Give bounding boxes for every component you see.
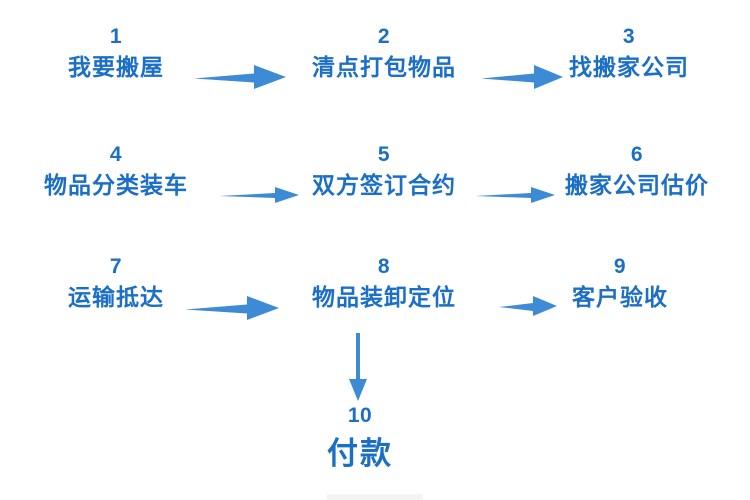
arrow-step-8-to-10-icon (345, 331, 371, 403)
step-label: 清点打包物品 (312, 54, 456, 80)
step-number: 7 (109, 255, 123, 278)
step-number: 10 (347, 404, 373, 427)
step-number: 5 (377, 143, 391, 166)
step-number: 4 (109, 143, 123, 166)
step-number: 1 (109, 25, 123, 48)
step-label: 找搬家公司 (569, 54, 689, 80)
step-label: 运输抵达 (68, 284, 164, 310)
step-label: 物品分类装车 (44, 172, 188, 198)
arrow-step-1-to-2-icon (192, 62, 288, 92)
flow-step-3[interactable]: 3 找搬家公司 (569, 26, 689, 79)
step-label: 付款 (327, 436, 393, 471)
arrow-step-5-to-6-icon (473, 184, 557, 206)
step-label: 客户验收 (572, 284, 668, 310)
step-label: 物品装卸定位 (312, 284, 456, 310)
step-label: 我要搬屋 (68, 54, 164, 80)
step-number: 8 (377, 255, 391, 278)
arrow-step-4-to-5-icon (217, 184, 301, 206)
step-number: 9 (613, 255, 627, 278)
step-number: 3 (622, 25, 636, 48)
flow-step-2[interactable]: 2 清点打包物品 (312, 26, 456, 79)
step-label: 搬家公司估价 (565, 172, 709, 198)
flow-step-10[interactable]: 10 付款 (327, 405, 393, 469)
arrow-step-7-to-8-icon (183, 293, 281, 323)
step-number: 6 (630, 143, 644, 166)
flow-step-1[interactable]: 1 我要搬屋 (68, 26, 164, 79)
flow-step-4[interactable]: 4 物品分类装车 (44, 144, 188, 197)
flow-step-8[interactable]: 8 物品装卸定位 (312, 256, 456, 309)
flow-step-6[interactable]: 6 搬家公司估价 (565, 144, 709, 197)
cropped-content-artifact (327, 494, 423, 500)
flow-step-9[interactable]: 9 客户验收 (572, 256, 668, 309)
step-label: 双方签订合约 (312, 172, 456, 198)
arrow-step-8-to-9-icon (497, 293, 559, 319)
flow-step-7[interactable]: 7 运输抵达 (68, 256, 164, 309)
step-number: 2 (377, 25, 391, 48)
arrow-step-2-to-3-icon (479, 62, 565, 92)
flow-step-5[interactable]: 5 双方签订合约 (312, 144, 456, 197)
